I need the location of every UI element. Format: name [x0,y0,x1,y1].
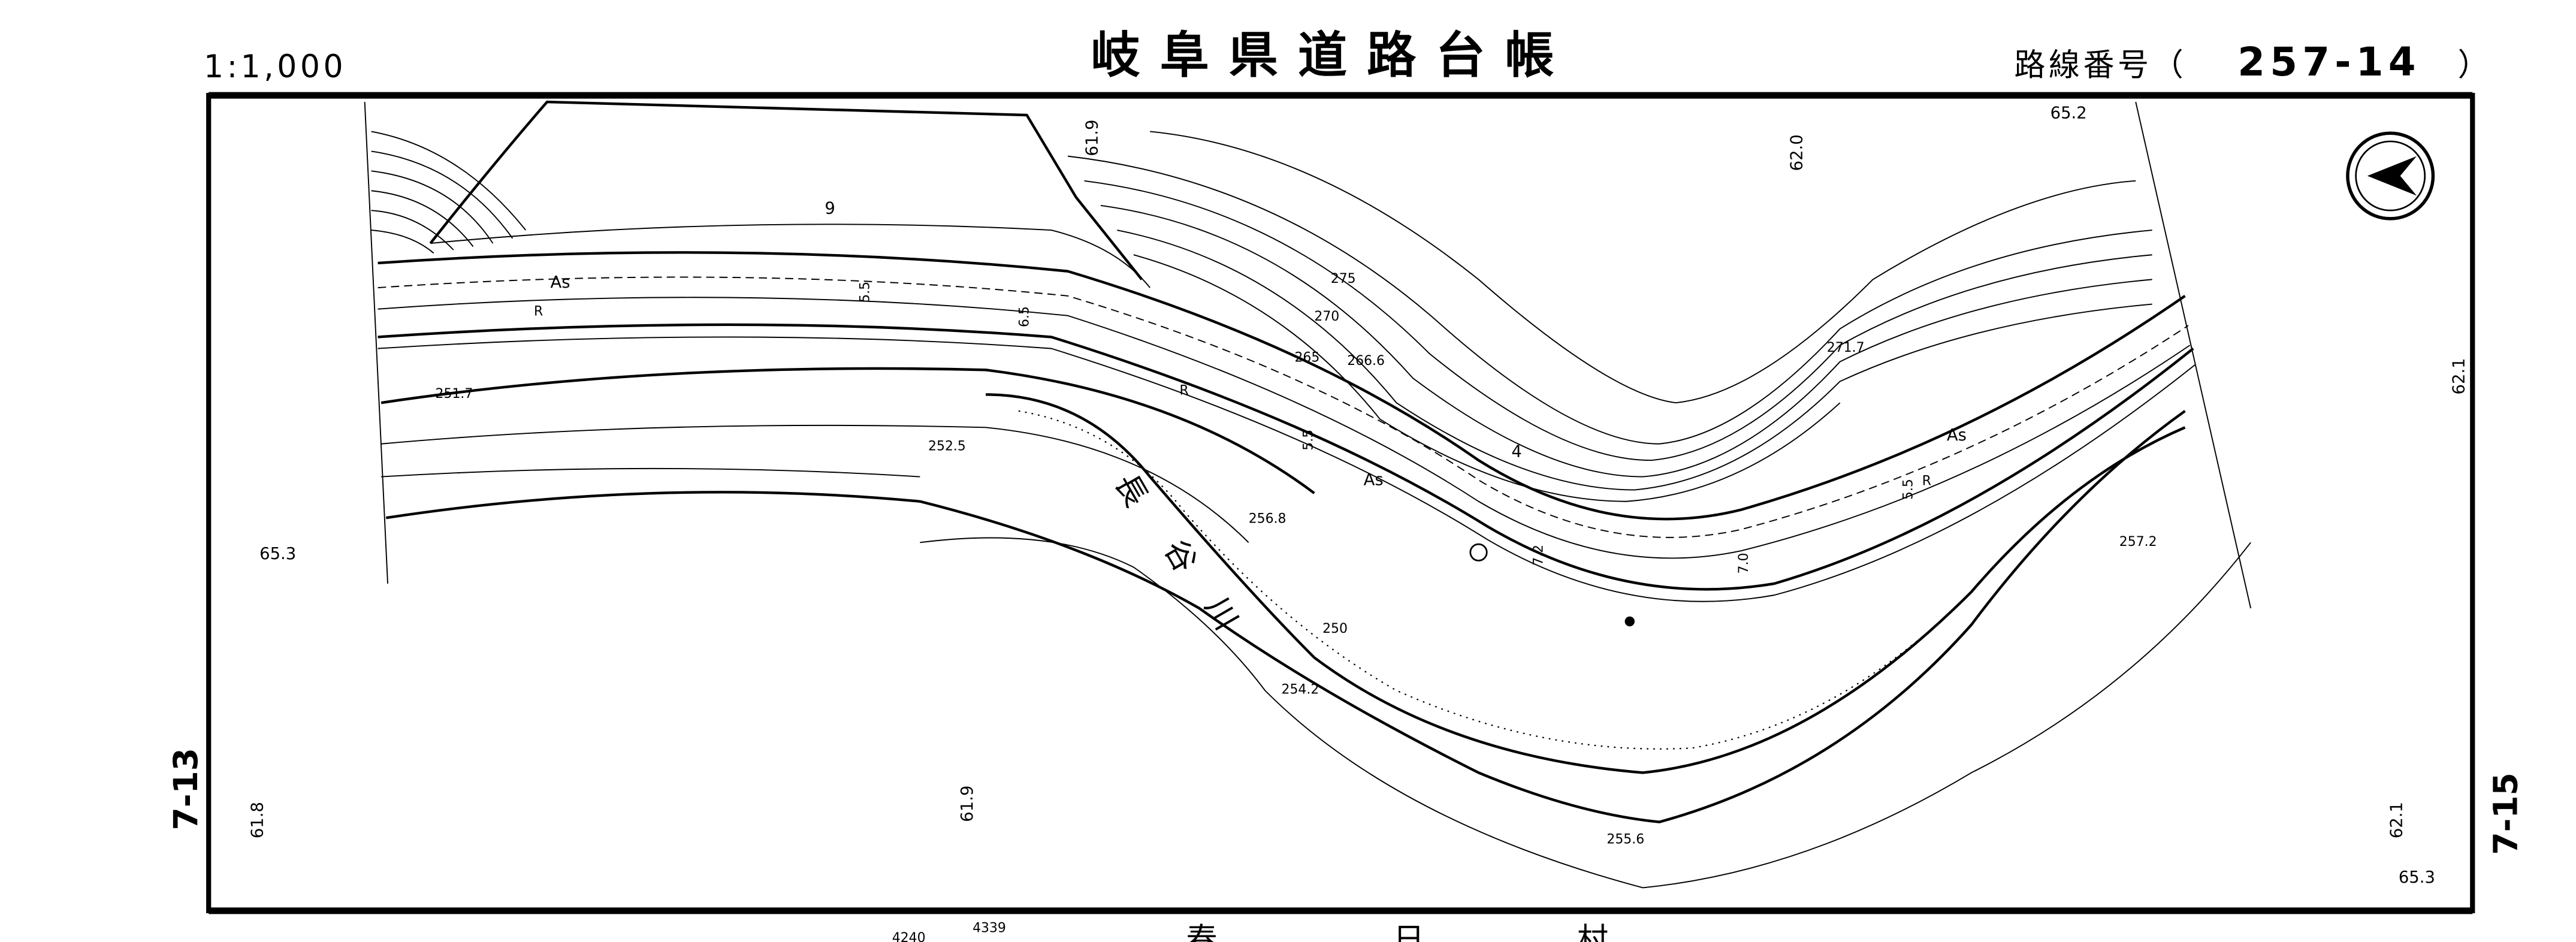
sheet-match-line-left [364,102,389,584]
contour-label: 251.7 [436,387,473,401]
contour-label: 266.6 [1347,354,1385,369]
route-number-label: 路線番号（ [2014,47,2187,83]
embankment-top [429,100,1143,280]
slope-hatching [371,131,527,254]
road-width: 6.5 [1017,306,1032,327]
road-width: 5.5 [1301,430,1316,451]
road-width: 5.5 [1901,479,1916,500]
river-name-char: 川 [1198,591,1246,639]
elevation-label: 61.8 [249,802,267,838]
elevation-label: 61.9 [1083,120,1101,156]
right-sheet-ref[interactable]: 7-15 [2486,772,2524,855]
left-sheet-ref[interactable]: 7-13 [167,748,205,830]
elevation-label: 65.3 [259,545,296,563]
north-arrow-icon [2346,131,2435,221]
river [920,393,2251,889]
road-mark: R [1180,383,1189,398]
benchmark-marker [1469,543,1488,561]
pavement-mark: As [550,273,570,292]
village-char: 春 [1186,922,1221,942]
road-mark: 9 [825,200,835,218]
elevation-label: 65.2 [2050,104,2087,123]
elevation-label: 61.9 [958,786,977,822]
elevation-label: 62.1 [2450,358,2469,394]
village-char: 日 [1393,922,1428,942]
pavement-mark: As [1364,470,1384,489]
contour-label: 257.2 [2119,535,2157,550]
road-width: 5.5 [857,282,872,303]
road-width: 7.2 [1531,545,1546,566]
embankment-toe [430,224,1150,288]
contour-label: 254.2 [1282,683,1319,698]
river-name-char: 谷 [1156,534,1205,582]
contour-lines [1068,131,2152,502]
road-mark: R [1922,473,1931,488]
elevation-label: 65.3 [2399,868,2435,887]
village-char: 村 [1577,922,1612,942]
contour-label: 275 [1331,271,1356,286]
survey-point-marker [1624,616,1635,627]
lot-number: 4240 [892,931,926,942]
elevation-label: 62.1 [2387,802,2406,838]
map-frame [206,93,2475,913]
sheet-match-line-right [2135,101,2252,609]
contour-label: 252.5 [928,439,966,454]
contour-label: 250 [1322,621,1348,636]
contour-label: 265 [1294,351,1319,366]
scale-label: 1:1,000 [204,49,346,85]
road-mark: R [534,304,543,319]
route-number-close: ） [2458,47,2493,83]
elevation-label: 62.0 [1788,134,1807,171]
contour-label: 256.8 [1249,511,1287,526]
road-mark: 4 [1511,443,1521,461]
route-number: 257-14 [2237,39,2421,85]
lot-number: 4339 [973,921,1006,936]
contour-label: 271.7 [1827,340,1865,355]
road-width: 7.0 [1737,553,1751,574]
road-alignment [378,251,2196,823]
page-title: 岐阜県道路台帳 [1091,28,1574,84]
contour-label: 255.6 [1606,832,1644,847]
contour-label: 270 [1314,309,1339,324]
pavement-mark: As [1947,426,1967,445]
